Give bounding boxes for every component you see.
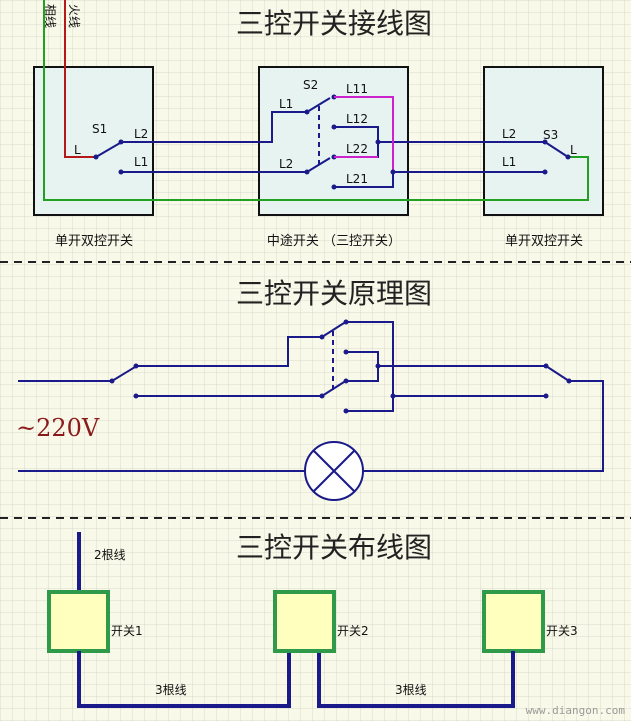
- switch-box-1: [47, 590, 110, 653]
- s2-l22-label: L22: [346, 142, 368, 156]
- switch-box-2: [273, 590, 336, 653]
- p-s2-blade-upper: [321, 322, 345, 338]
- neutral-label: 相线: [43, 4, 57, 28]
- left-caption: 单开双控开关: [55, 234, 133, 249]
- p-s3-contact-lower: [543, 393, 549, 399]
- switch3-label: 开关3: [546, 624, 578, 638]
- s1-l2-label: L2: [134, 127, 148, 141]
- s2-junction-lower: [390, 169, 396, 175]
- layout-wire-2-3: [317, 650, 515, 708]
- s3-blade: [544, 141, 569, 158]
- s2-wire-l12: [334, 126, 379, 142]
- live-wire: [64, 0, 95, 158]
- wiring-title: 三控开关接线图: [236, 7, 432, 40]
- s1-label: S1: [92, 122, 107, 136]
- s2-l11-label: L11: [346, 82, 368, 96]
- switch2-label: 开关2: [337, 624, 369, 638]
- p-s2-wire-4: [346, 396, 394, 412]
- wires-3-left-label: 3根线: [155, 683, 187, 697]
- p-s2-wire-1: [346, 321, 394, 396]
- p-s2-wire-3: [346, 366, 379, 382]
- s3-contact-lower: [542, 169, 548, 175]
- s1-l-label: L: [74, 143, 81, 157]
- layout-title: 三控开关布线图: [236, 531, 432, 564]
- p-return-wire: [364, 380, 604, 472]
- neutral-wire: [43, 0, 589, 201]
- switch-box-3: [482, 590, 545, 653]
- wires-2-label: 2根线: [94, 548, 126, 562]
- s2-junction-upper: [375, 139, 381, 145]
- live-label: 火线: [67, 4, 81, 28]
- s3-pivot: [565, 154, 571, 160]
- s2-wire-l21: [334, 172, 394, 188]
- s1-l1-label: L1: [134, 155, 148, 169]
- s3-l1-label: L1: [502, 155, 516, 169]
- watermark: www.diangon.com: [526, 704, 626, 717]
- s3-l2-label: L2: [502, 127, 516, 141]
- p-s3-blade: [545, 365, 570, 382]
- p-s2-wire-2: [346, 351, 379, 366]
- s2-l21-label: L21: [346, 172, 368, 186]
- s1-blade: [95, 142, 121, 158]
- principle-title: 三控开关原理图: [236, 277, 432, 310]
- s3-l-label: L: [570, 143, 577, 157]
- wires-3-right-label: 3根线: [395, 683, 427, 697]
- voltage-label: ~220V: [16, 414, 100, 442]
- traveler-wire-upper: [121, 111, 306, 143]
- s2-l2-label: L2: [279, 157, 293, 171]
- s2-label: S2: [303, 78, 318, 92]
- layout-wire-1-2: [77, 650, 291, 708]
- s2-l1-label: L1: [279, 97, 293, 111]
- middle-caption: 中途开关 （三控开关）: [267, 233, 401, 249]
- right-caption: 单开双控开关: [505, 234, 583, 249]
- switch1-label: 开关1: [111, 624, 143, 638]
- s2-l12-label: L12: [346, 112, 368, 126]
- s2-blade-upper: [306, 97, 331, 113]
- s2-cross-wire: [334, 96, 394, 172]
- s3-label: S3: [543, 128, 558, 142]
- lamp-cross-stroke-b: [313, 450, 355, 492]
- p-s1-blade: [111, 366, 136, 382]
- p-traveler-upper: [136, 336, 322, 367]
